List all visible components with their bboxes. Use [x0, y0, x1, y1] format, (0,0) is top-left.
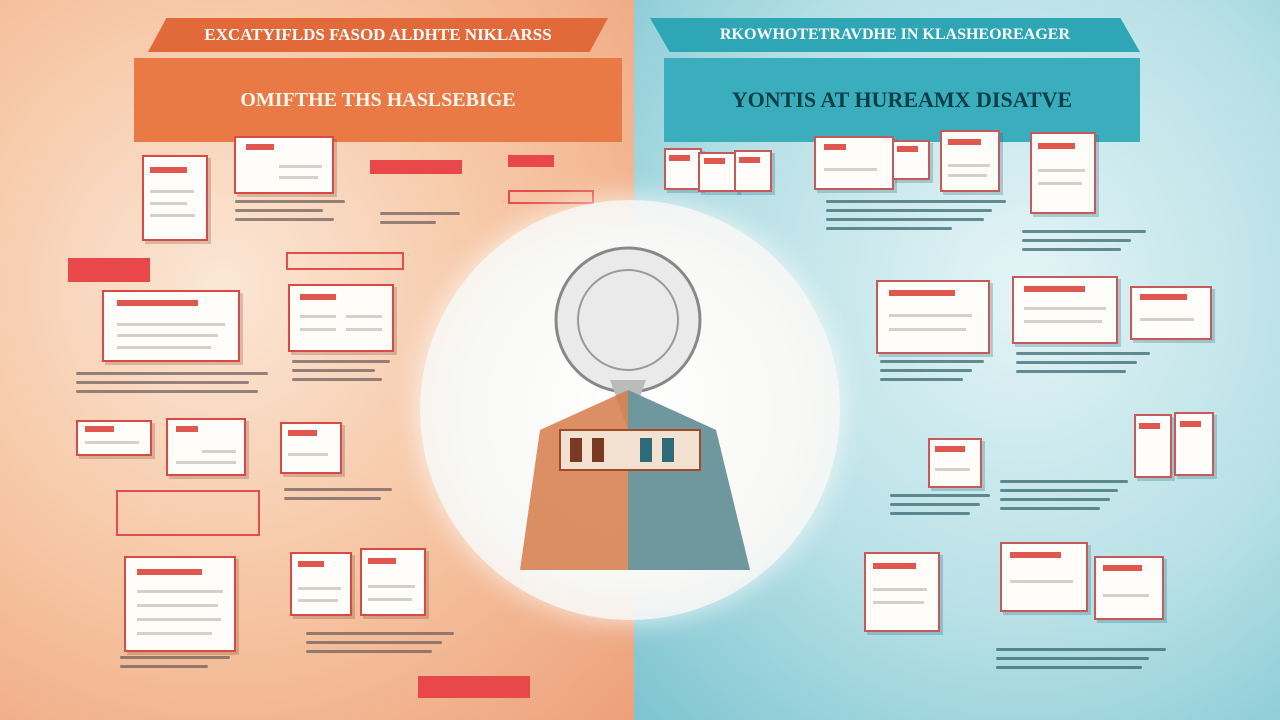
text-notes-icon	[1022, 230, 1146, 257]
left-banner-title: OMIFTHE THS HASLSEBIGE	[240, 89, 516, 111]
left-banner-top-ribbon: EXCATYIFLDS FASOD ALDHTE NIKLARSS	[148, 18, 608, 52]
document-icon	[1134, 414, 1172, 478]
right-banner-title: YONTIS AT HUREAMX DISATVE	[731, 87, 1073, 112]
document-icon	[234, 136, 334, 194]
right-banner-top-ribbon: RKOWHOTETRAVDHE IN KLASHEOREAGER	[650, 18, 1140, 52]
building-tree-illustration-icon	[520, 246, 750, 570]
text-notes-icon	[380, 212, 460, 230]
document-icon	[734, 150, 772, 192]
text-notes-icon	[1000, 480, 1128, 516]
document-icon	[142, 155, 208, 241]
document-stack-icon	[124, 556, 236, 652]
text-notes-icon	[76, 372, 268, 399]
document-icon	[76, 420, 152, 456]
text-notes-icon	[120, 656, 230, 674]
document-icon	[166, 418, 246, 476]
document-icon	[864, 552, 940, 632]
document-icon	[698, 152, 738, 192]
document-icon	[1174, 412, 1214, 476]
text-notes-icon	[826, 200, 1006, 236]
document-icon	[280, 422, 342, 474]
document-icon	[928, 438, 982, 488]
left-banner-top-text: EXCATYIFLDS FASOD ALDHTE NIKLARSS	[204, 25, 552, 44]
red-label-icon	[508, 155, 554, 167]
right-banner: RKOWHOTETRAVDHE IN KLASHEOREAGER YONTIS …	[650, 18, 1140, 144]
document-icon	[102, 290, 240, 362]
red-label-icon	[418, 676, 530, 698]
text-notes-icon	[890, 494, 990, 521]
text-notes-icon	[996, 648, 1166, 675]
right-banner-top-text: RKOWHOTETRAVDHE IN KLASHEOREAGER	[720, 26, 1070, 43]
red-label-icon	[116, 490, 260, 536]
red-label-icon	[286, 252, 404, 270]
document-icon	[814, 136, 894, 190]
left-banner-bottom-ribbon: OMIFTHE THS HASLSEBIGE	[134, 58, 622, 142]
document-icon	[1012, 276, 1118, 344]
red-label-icon	[68, 258, 150, 282]
text-notes-icon	[880, 360, 984, 387]
document-icon	[360, 548, 426, 616]
document-icon	[290, 552, 352, 616]
document-icon	[1030, 132, 1096, 214]
document-icon	[1000, 542, 1088, 612]
document-icon	[1094, 556, 1164, 620]
text-notes-icon	[306, 632, 454, 659]
text-notes-icon	[284, 488, 392, 506]
right-banner-bottom-ribbon: YONTIS AT HUREAMX DISATVE	[664, 58, 1140, 142]
document-stack-icon	[876, 280, 990, 354]
text-notes-icon	[292, 360, 390, 387]
document-icon	[940, 130, 1000, 192]
document-icon	[892, 140, 930, 180]
red-label-icon	[508, 190, 594, 204]
left-banner: EXCATYIFLDS FASOD ALDHTE NIKLARSS OMIFTH…	[134, 18, 622, 144]
text-notes-icon	[235, 200, 345, 227]
document-icon	[664, 148, 702, 190]
text-notes-icon	[1016, 352, 1150, 379]
open-book-icon	[288, 284, 394, 352]
red-label-icon	[370, 160, 462, 174]
document-icon	[1130, 286, 1212, 340]
